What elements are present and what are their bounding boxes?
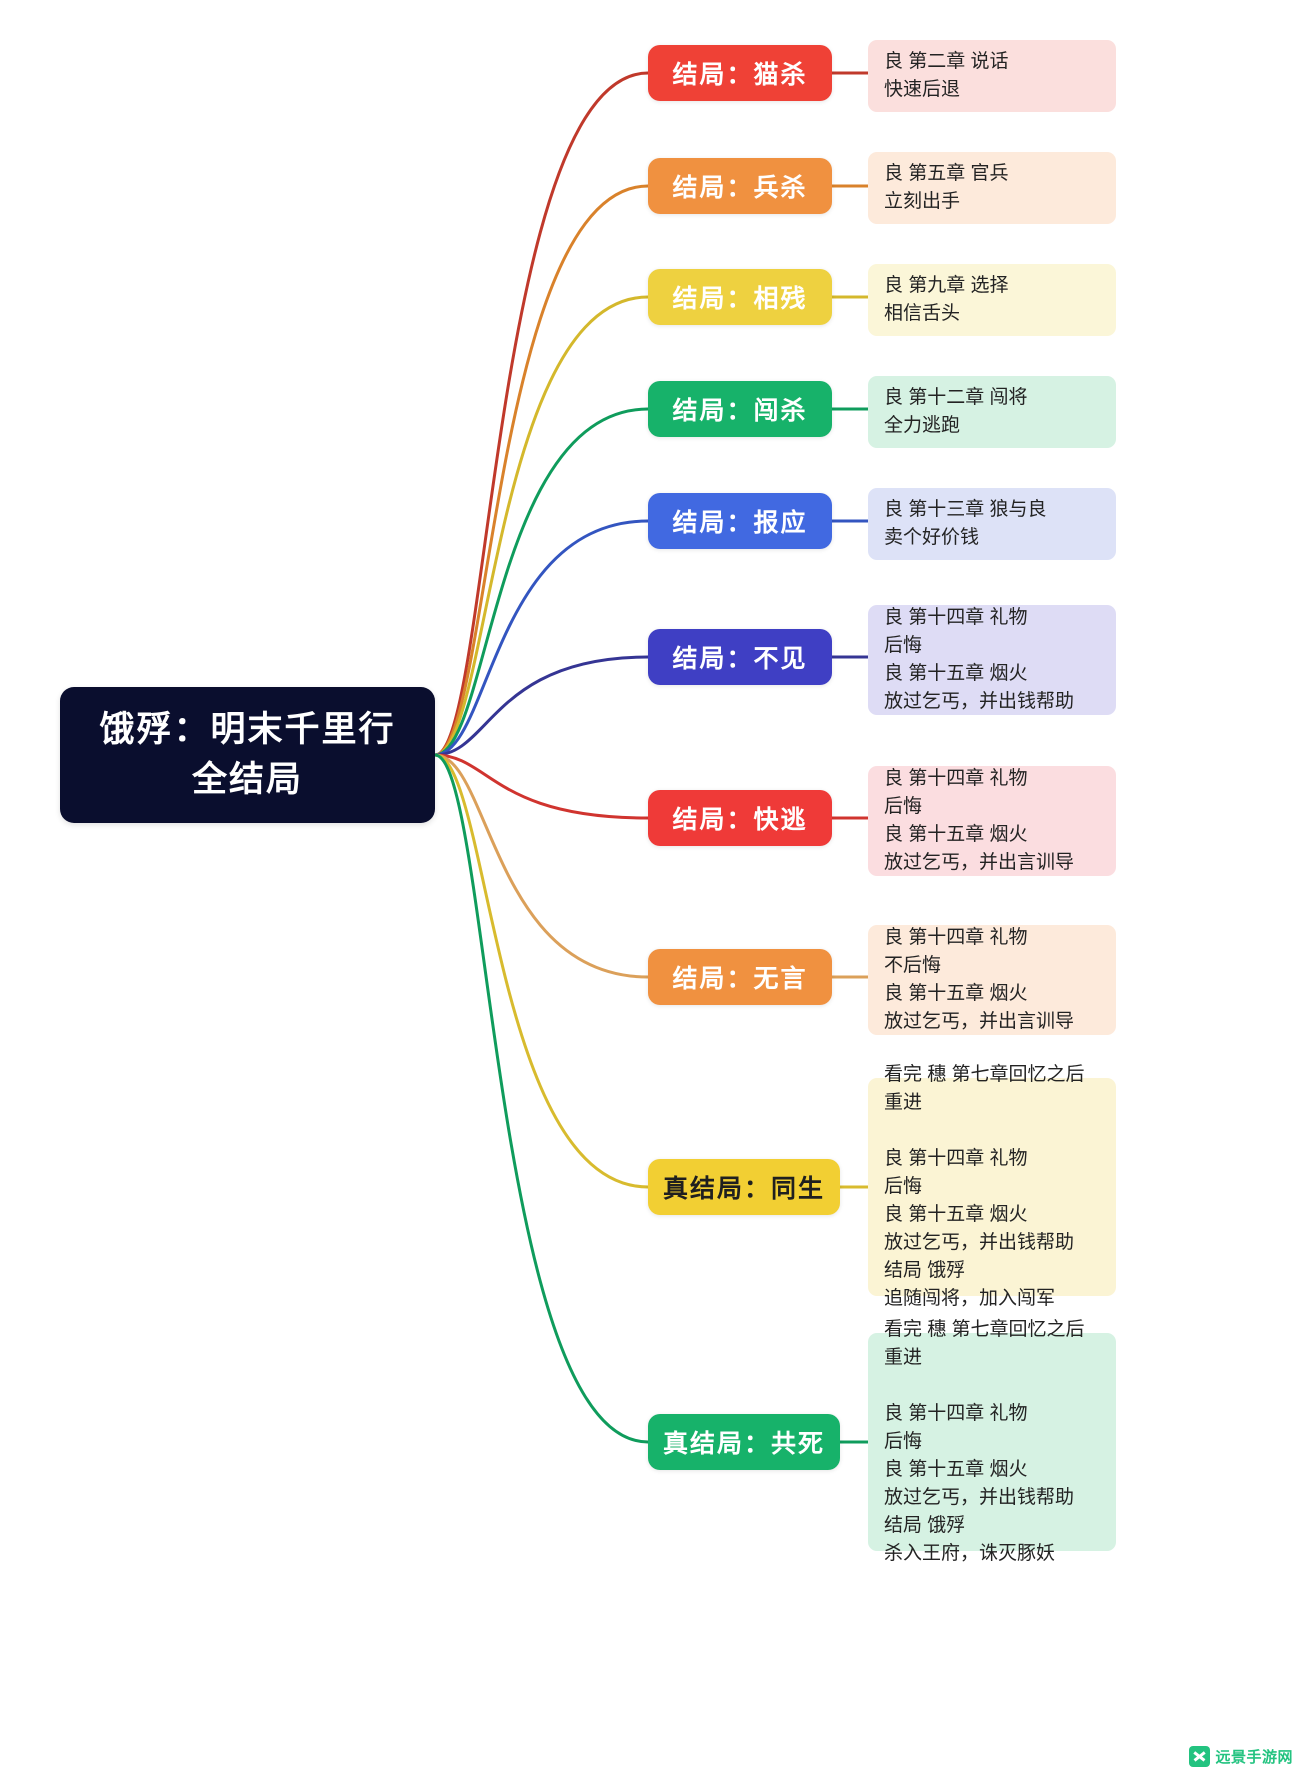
detail-text-8: 看完 穗 第七章回忆之后重进 良 第十四章 礼物 后悔 良 第十五章 烟火 放过…: [884, 1064, 1085, 1309]
edge-root-to-branch-4: [433, 519, 650, 757]
detail-box-9[interactable]: 看完 穗 第七章回忆之后重进 良 第十四章 礼物 后悔 良 第十五章 烟火 放过…: [868, 1319, 1116, 1564]
branch-node-3[interactable]: 结局：闯杀: [648, 381, 832, 437]
edge-root-to-branch-2: [433, 295, 650, 757]
branch-label-9: 真结局：共死: [662, 1430, 825, 1458]
branch-label-4: 结局：报应: [672, 509, 808, 537]
detail-box-8[interactable]: 看完 穗 第七章回忆之后重进 良 第十四章 礼物 后悔 良 第十五章 烟火 放过…: [868, 1064, 1116, 1309]
detail-box-7[interactable]: 良 第十四章 礼物 不后悔 良 第十五章 烟火 放过乞丐，并出言训导: [868, 925, 1116, 1035]
detail-text-6: 良 第十四章 礼物 后悔 良 第十五章 烟火 放过乞丐，并出言训导: [884, 768, 1075, 873]
branch-node-0[interactable]: 结局：猫杀: [648, 45, 832, 101]
detail-box-0[interactable]: 良 第二章 说话 快速后退: [868, 40, 1116, 112]
root-title-line1: 饿殍：明末千里行: [99, 710, 396, 750]
edge-root-to-branch-9: [433, 753, 650, 1444]
detail-box-5[interactable]: 良 第十四章 礼物 后悔 良 第十五章 烟火 放过乞丐，并出钱帮助: [868, 605, 1116, 715]
watermark-logo-icon: [1189, 1746, 1211, 1767]
edge-root-to-branch-7: [433, 753, 650, 979]
root-node[interactable]: 饿殍：明末千里行 全结局: [60, 687, 435, 823]
branch-node-8[interactable]: 真结局：同生: [648, 1159, 840, 1215]
watermark: 远景手游网: [1189, 1746, 1293, 1767]
branch-node-5[interactable]: 结局：不见: [648, 629, 832, 685]
detail-text-4: 良 第十三章 狼与良 卖个好价钱: [884, 499, 1047, 548]
edge-root-to-branch-6: [433, 753, 650, 820]
branch-label-7: 结局：无言: [672, 965, 808, 993]
watermark-text: 远景手游网: [1215, 1749, 1293, 1766]
branch-label-6: 结局：快逃: [672, 806, 808, 834]
branch-label-5: 结局：不见: [672, 645, 808, 673]
branch-node-1[interactable]: 结局：兵杀: [648, 158, 832, 214]
edge-root-to-branch-3: [433, 407, 650, 757]
detail-text-1: 良 第五章 官兵 立刻出手: [884, 163, 1009, 212]
branch-label-3: 结局：闯杀: [672, 397, 808, 425]
branch-label-1: 结局：兵杀: [672, 174, 808, 202]
branch-label-8: 真结局：同生: [662, 1175, 825, 1203]
detail-box-3[interactable]: 良 第十二章 闯将 全力逃跑: [868, 376, 1116, 448]
edge-root-to-branch-0: [433, 71, 650, 757]
detail-text-3: 良 第十二章 闯将 全力逃跑: [884, 387, 1028, 436]
edge-root-to-branch-5: [433, 655, 650, 757]
detail-box-6[interactable]: 良 第十四章 礼物 后悔 良 第十五章 烟火 放过乞丐，并出言训导: [868, 766, 1116, 876]
root-title-line2: 全结局: [191, 760, 303, 799]
branch-node-7[interactable]: 结局：无言: [648, 949, 832, 1005]
edge-root-to-branch-8: [433, 753, 650, 1189]
detail-box-1[interactable]: 良 第五章 官兵 立刻出手: [868, 152, 1116, 224]
detail-text-2: 良 第九章 选择 相信舌头: [884, 275, 1009, 324]
branch-node-2[interactable]: 结局：相残: [648, 269, 832, 325]
detail-text-9: 看完 穗 第七章回忆之后重进 良 第十四章 礼物 后悔 良 第十五章 烟火 放过…: [884, 1319, 1085, 1564]
detail-box-4[interactable]: 良 第十三章 狼与良 卖个好价钱: [868, 488, 1116, 560]
branch-node-6[interactable]: 结局：快逃: [648, 790, 832, 846]
detail-text-0: 良 第二章 说话 快速后退: [884, 51, 1009, 100]
detail-box-2[interactable]: 良 第九章 选择 相信舌头: [868, 264, 1116, 336]
detail-text-7: 良 第十四章 礼物 不后悔 良 第十五章 烟火 放过乞丐，并出言训导: [884, 927, 1075, 1032]
branch-node-4[interactable]: 结局：报应: [648, 493, 832, 549]
branch-label-2: 结局：相残: [672, 285, 808, 313]
detail-text-5: 良 第十四章 礼物 后悔 良 第十五章 烟火 放过乞丐，并出钱帮助: [884, 607, 1075, 712]
branch-label-0: 结局：猫杀: [672, 61, 808, 89]
edge-root-to-branch-1: [433, 184, 650, 757]
branch-node-9[interactable]: 真结局：共死: [648, 1414, 840, 1470]
